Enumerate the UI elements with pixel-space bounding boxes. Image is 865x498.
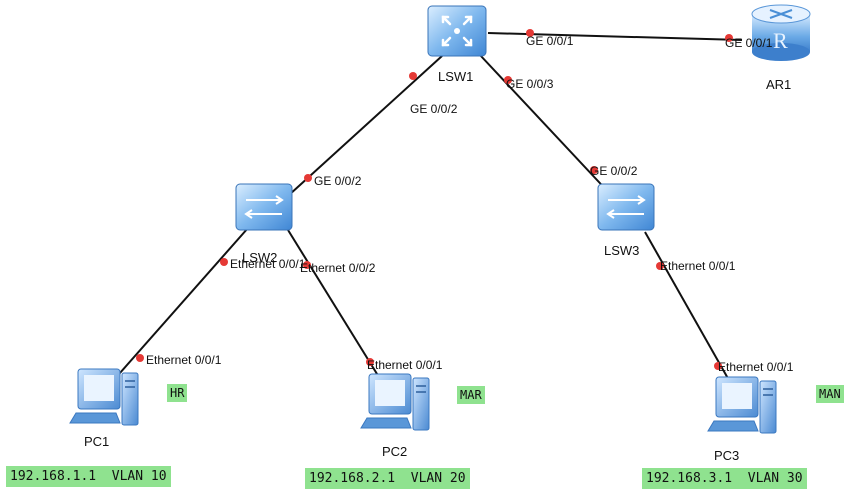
port-label-lsw2-pc2: Ethernet 0/0/2 — [300, 261, 376, 275]
lsw2-label: LSW2 — [242, 250, 277, 265]
port-dot — [366, 358, 374, 366]
port-dot — [504, 76, 512, 84]
ip-vlan-label-pc1: 192.168.1.1 VLAN 10 — [6, 466, 171, 487]
lsw1-label: LSW1 — [438, 69, 473, 84]
switch-arrows-icon — [606, 195, 646, 219]
dept-tag-pc2: MAR — [457, 386, 485, 404]
pc3-label: PC3 — [714, 448, 739, 463]
port-label-lsw1-lsw3: GE 0/0/3 — [506, 77, 554, 91]
port-dot — [303, 261, 311, 269]
switch-arrows-icon — [244, 195, 284, 219]
link-lsw2-pc2 — [287, 229, 383, 383]
port-dot — [725, 34, 733, 42]
pc-icon — [69, 368, 139, 426]
ar1-label: AR1 — [766, 77, 791, 92]
lsw1-device[interactable] — [427, 5, 487, 57]
ar1-device[interactable]: R — [751, 4, 811, 61]
dept-tag-pc3: MAN — [816, 385, 844, 403]
port-dots — [136, 29, 733, 370]
pc-icon — [707, 376, 777, 434]
port-dot — [304, 174, 312, 182]
port-label-ar1-lsw1: GE 0/0/1 — [725, 36, 773, 50]
ip-vlan-label-pc3: 192.168.3.1 VLAN 30 — [642, 468, 807, 489]
port-label-lsw3-pc3: Ethernet 0/0/1 — [660, 259, 736, 273]
dept-tag-pc1: HR — [167, 384, 188, 402]
port-dot — [136, 354, 144, 362]
pc3-device[interactable] — [707, 376, 777, 434]
port-label-lsw1-lsw2: GE 0/0/2 — [410, 102, 458, 116]
port-label-lsw2-lsw1: GE 0/0/2 — [314, 174, 362, 188]
port-dot — [526, 29, 534, 37]
port-label-lsw1-ar1: GE 0/0/1 — [526, 34, 574, 48]
pc-icon — [360, 373, 430, 431]
lsw2-device[interactable] — [235, 183, 293, 231]
link-lsw2-pc1 — [111, 227, 249, 383]
port-dot — [409, 72, 417, 80]
port-label-pc3: Ethernet 0/0/1 — [718, 360, 794, 374]
pc2-label: PC2 — [382, 444, 407, 459]
pc2-device[interactable] — [360, 373, 430, 431]
pc1-device[interactable] — [69, 368, 139, 426]
svg-text:R: R — [773, 28, 788, 53]
core-switch-icon — [441, 15, 473, 47]
link-lsw3-pc3 — [644, 231, 731, 383]
port-label-pc1: Ethernet 0/0/1 — [146, 353, 222, 367]
port-label-pc2: Ethernet 0/0/1 — [367, 358, 443, 372]
port-dot — [590, 166, 598, 174]
port-label-lsw3-lsw1: GE 0/0/2 — [590, 164, 638, 178]
lsw3-device[interactable] — [597, 183, 655, 231]
links — [111, 32, 743, 383]
ip-vlan-label-pc2: 192.168.2.1 VLAN 20 — [305, 468, 470, 489]
port-dot — [220, 258, 228, 266]
lsw3-label: LSW3 — [604, 243, 639, 258]
port-label-lsw2-pc1: Ethernet 0/0/1 — [230, 257, 306, 271]
pc1-label: PC1 — [84, 434, 109, 449]
link-lsw1-lsw3 — [479, 54, 613, 197]
router-icon — [769, 9, 793, 19]
port-dot — [656, 262, 664, 270]
port-dot — [714, 362, 722, 370]
